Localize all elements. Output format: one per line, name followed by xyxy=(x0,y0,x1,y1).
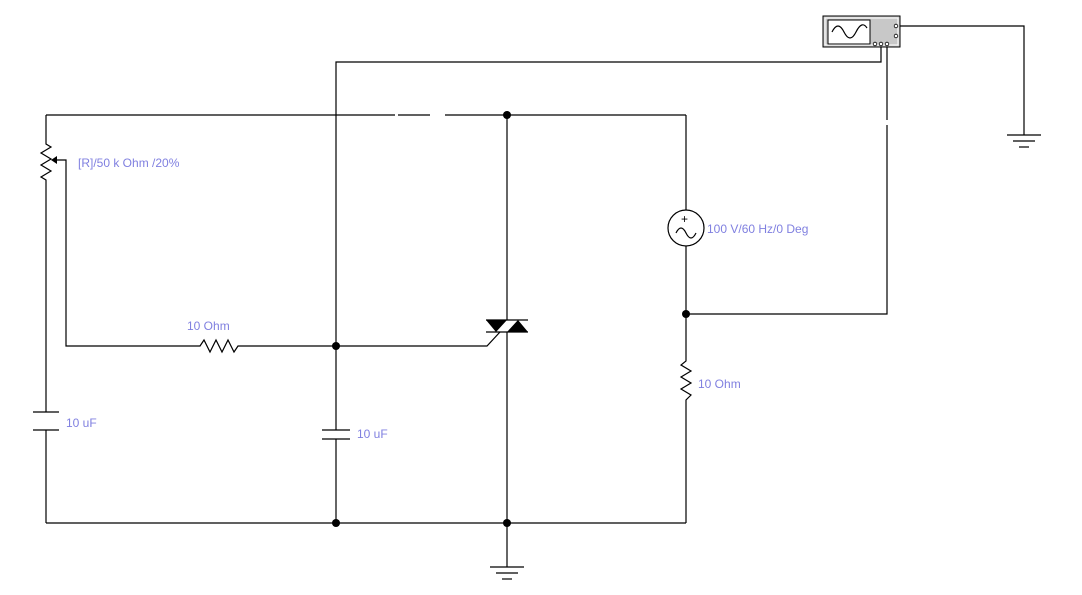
oscilloscope-terminal-trigger[interactable] xyxy=(893,33,899,39)
junction-source-load xyxy=(682,310,690,318)
left-capacitor-label: 10 uF xyxy=(66,416,97,430)
potentiometer[interactable] xyxy=(39,140,57,186)
triac-icon[interactable] xyxy=(486,319,528,333)
ac-source[interactable]: + xyxy=(667,209,705,247)
ac-source-circle xyxy=(667,209,705,247)
middle-capacitor[interactable] xyxy=(322,429,350,440)
wires xyxy=(45,25,1025,567)
gate-resistor-label: 10 Ohm xyxy=(187,319,230,333)
ac-source-plus: + xyxy=(681,212,688,226)
wire-triac-gate xyxy=(336,331,501,347)
left-capacitor[interactable] xyxy=(33,411,59,431)
oscilloscope-terminal-a[interactable] xyxy=(872,41,878,47)
junction-top-triac xyxy=(503,111,511,119)
ground-icon xyxy=(1007,134,1041,148)
sine-wave-icon xyxy=(675,227,697,239)
junction-bottom-triac xyxy=(503,519,511,527)
potentiometer-label: [R]/50 k Ohm /20% xyxy=(78,156,180,170)
wire-scope-lead-b xyxy=(686,125,888,315)
wire-scope-lead-a xyxy=(335,47,882,430)
wire-scope-ground xyxy=(900,25,1025,135)
potentiometer-zigzag xyxy=(39,140,53,186)
oscilloscope-terminal-b[interactable] xyxy=(878,41,884,47)
gate-resistor-zigzag xyxy=(196,338,242,354)
middle-capacitor-label: 10 uF xyxy=(357,427,388,441)
load-resistor[interactable] xyxy=(679,357,693,405)
oscilloscope-terminal-c[interactable] xyxy=(884,41,890,47)
junctions xyxy=(332,111,690,527)
junction-gate xyxy=(332,342,340,350)
triac-triangle-up xyxy=(507,320,528,332)
load-resistor-label: 10 Ohm xyxy=(698,377,741,391)
junction-bottom-cap xyxy=(332,519,340,527)
oscilloscope-wave xyxy=(831,24,868,39)
load-resistor-zigzag xyxy=(679,357,693,405)
triac-triangle-down xyxy=(486,320,507,332)
gate-resistor[interactable] xyxy=(196,338,242,354)
oscilloscope-bevel xyxy=(824,17,899,46)
ac-source-label: 100 V/60 Hz/0 Deg xyxy=(707,222,808,236)
potentiometer-wiper-arrow xyxy=(51,156,57,164)
ground-icon xyxy=(490,566,524,580)
oscilloscope-screen xyxy=(827,19,871,45)
oscilloscope-terminal-ground[interactable] xyxy=(893,23,899,29)
wire-wiper-loop xyxy=(53,159,196,347)
oscilloscope-icon[interactable] xyxy=(822,15,901,48)
